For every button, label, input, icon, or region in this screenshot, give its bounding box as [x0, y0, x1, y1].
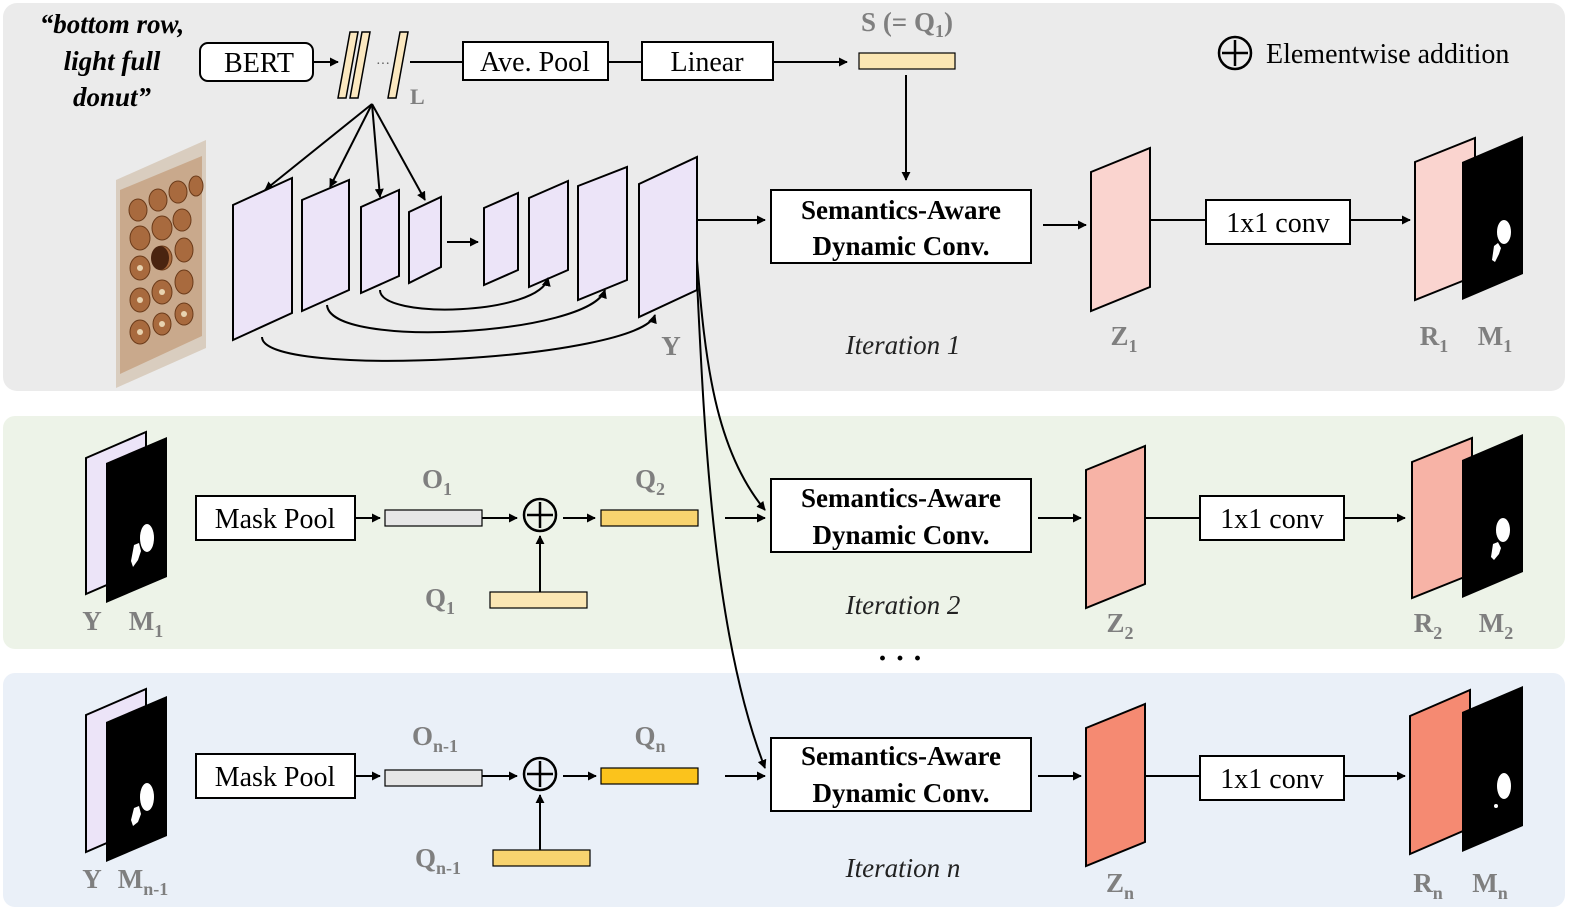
iterationN-q-bar — [600, 767, 699, 785]
quote-line3: donut” — [73, 82, 152, 112]
iterationN-m-input — [106, 696, 167, 862]
iteration2-add-icon — [522, 497, 558, 533]
iteration2-label: Iteration 2 — [845, 590, 961, 620]
iterationN-o-bar — [384, 769, 483, 787]
m1-label: M1 — [1478, 321, 1512, 356]
iteration1-sadc-line2: Dynamic Conv. — [812, 231, 989, 261]
iterationN-sadc-box: Semantics-Aware Dynamic Conv. — [770, 737, 1032, 812]
iteration2-mask-pool-box: Mask Pool — [195, 495, 356, 541]
z1-label: Z1 — [1110, 321, 1137, 356]
r2-label: R2 — [1414, 608, 1443, 643]
linear-box: Linear — [641, 41, 774, 81]
skip-connections — [261, 277, 657, 362]
y-feature-label: Y — [661, 331, 681, 361]
iteration2-conv-box: 1x1 conv — [1199, 495, 1345, 541]
average-pool-box: Ave. Pool — [462, 41, 609, 81]
mn-mask — [1462, 686, 1523, 852]
referring-expression: “bottom row, light full donut” — [40, 9, 185, 112]
legend-label: Elementwise addition — [1266, 39, 1509, 70]
quote-line1: “bottom row, — [40, 9, 185, 39]
iterationN-sadc-line2: Dynamic Conv. — [812, 778, 989, 808]
legend: Elementwise addition — [1217, 35, 1509, 71]
visual-encoder-decoder — [232, 155, 698, 342]
mn-label: Mn — [1472, 868, 1508, 903]
iteration1-conv-box: 1x1 conv — [1205, 199, 1351, 245]
encoder-stage-3 — [360, 188, 400, 295]
bert-label: BERT — [224, 48, 294, 79]
word-token-features: ··· L — [337, 31, 425, 109]
decoder-stage-4 — [638, 155, 698, 319]
iteration2-o-bar — [384, 509, 483, 527]
text-to-visual-arrows — [264, 103, 426, 201]
decoder-stage-2 — [528, 179, 569, 289]
iteration2-m-in-label: M1 — [129, 606, 163, 641]
iteration1-label: Iteration 1 — [845, 330, 961, 360]
iterationN-conv-box: 1x1 conv — [1199, 755, 1345, 801]
iteration2-q-prev-label: Q1 — [425, 583, 455, 618]
iteration2-conv-label: 1x1 conv — [1220, 504, 1323, 535]
z1-feature-map — [1090, 146, 1151, 313]
iteration2-sadc-line1: Semantics-Aware — [801, 483, 1001, 513]
decoder-stage-3 — [577, 165, 628, 302]
iteration2-sadc-line2: Dynamic Conv. — [812, 520, 989, 550]
iteration2-sadc-box: Semantics-Aware Dynamic Conv. — [770, 478, 1032, 553]
zn-feature-map — [1085, 702, 1146, 868]
r1-label: R1 — [1420, 321, 1449, 356]
token-dots: ··· — [376, 57, 390, 72]
iterationN-q-prev-label: Qn-1 — [415, 843, 461, 878]
iterationN-conv-label: 1x1 conv — [1220, 764, 1323, 795]
average-pool-label: Ave. Pool — [480, 47, 590, 78]
rn-label: Rn — [1413, 868, 1443, 903]
quote-line2: light full — [64, 46, 161, 76]
iterationN-y-label: Y — [82, 864, 102, 894]
z2-feature-map — [1085, 444, 1146, 610]
iteration2-q-prev-bar — [489, 591, 588, 609]
sentence-feature-bar — [858, 52, 956, 70]
input-image — [116, 140, 206, 388]
decoder-stage-1 — [483, 191, 519, 287]
m2-label: M2 — [1479, 608, 1513, 643]
iteration1-conv-label: 1x1 conv — [1226, 208, 1329, 239]
iterations-ellipsis: · · · — [877, 642, 922, 675]
m2-mask — [1462, 434, 1523, 598]
layer-count-label: L — [410, 84, 425, 109]
iteration2-m-input — [106, 437, 167, 603]
iterationN-sadc-line1: Semantics-Aware — [801, 741, 1001, 771]
iteration2-q-bar — [600, 509, 699, 527]
iterationN-q-prev-bar — [492, 849, 591, 867]
iterationN-mask-pool-box: Mask Pool — [195, 753, 356, 799]
encoder-stage-1 — [232, 176, 293, 342]
iteration2-mask-pool-label: Mask Pool — [215, 504, 336, 535]
circled-plus-icon — [1217, 35, 1253, 71]
iterationN-q-label: Qn — [634, 721, 665, 756]
bert-box: BERT — [199, 42, 314, 82]
iterationN-m-in-label: Mn-1 — [118, 864, 169, 899]
m1-mask — [1462, 136, 1523, 300]
z2-label: Z2 — [1106, 608, 1133, 643]
iterationN-label: Iteration n — [845, 853, 961, 883]
zn-label: Zn — [1106, 868, 1134, 903]
iteration2-o-label: O1 — [422, 464, 452, 499]
encoder-stage-2 — [301, 178, 350, 313]
iteration2-q-label: Q2 — [635, 464, 665, 499]
iterationN-mask-pool-label: Mask Pool — [215, 762, 336, 793]
iteration1-sadc-line1: Semantics-Aware — [801, 195, 1001, 225]
iteration2-y-label: Y — [82, 606, 102, 636]
iterationN-add-icon — [522, 756, 558, 792]
sentence-feature-label: S (= Q1) — [861, 7, 953, 41]
encoder-stage-4 — [408, 195, 442, 285]
linear-label: Linear — [670, 47, 744, 78]
iteration1-sadc-box: Semantics-Aware Dynamic Conv. — [770, 189, 1032, 264]
rn-response-map — [1409, 688, 1471, 856]
iterationN-o-label: On-1 — [412, 721, 458, 756]
